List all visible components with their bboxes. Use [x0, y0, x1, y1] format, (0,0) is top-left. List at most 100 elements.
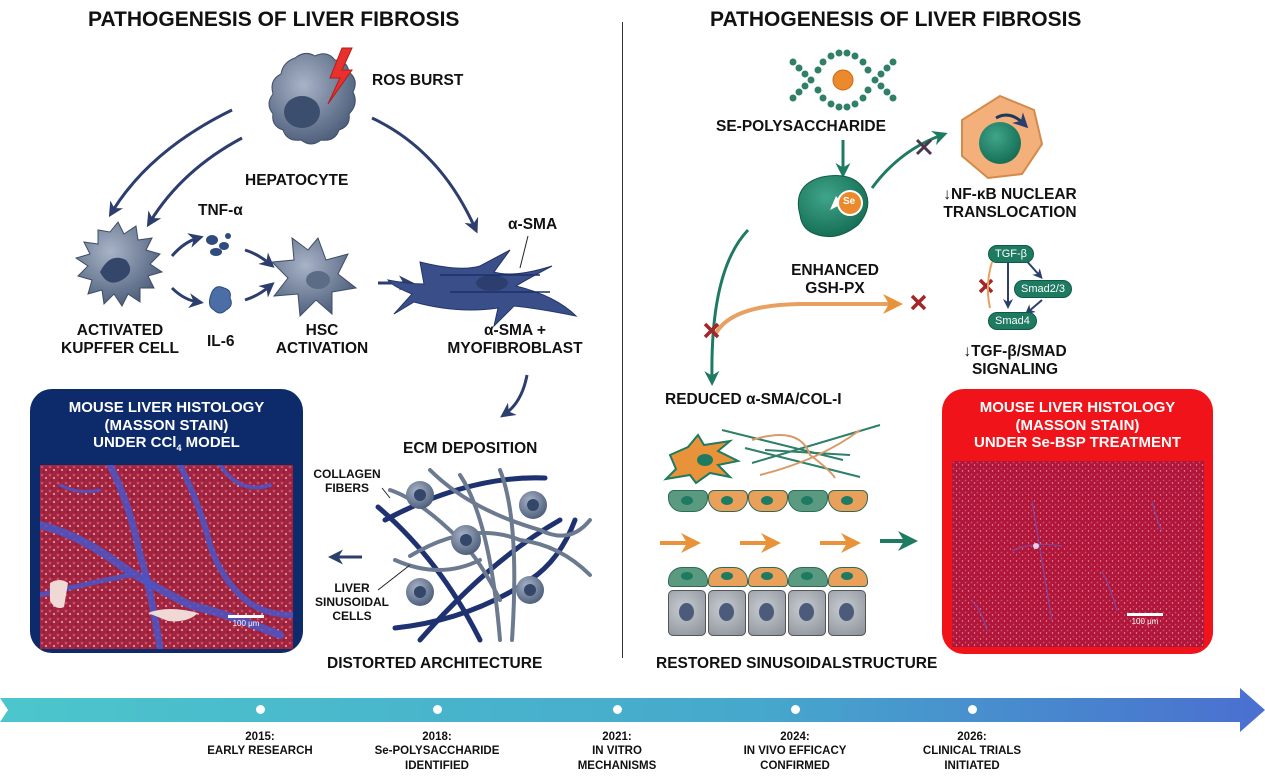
collagen-pointer: [381, 487, 391, 499]
ecm-deposition-label: ECM DEPOSITION: [403, 440, 538, 457]
milestone-description: EARLY RESEARCH: [207, 745, 313, 758]
endothelial-cell: [668, 567, 708, 587]
se-polysaccharide-label: SE-POLYSACCHARIDE: [716, 118, 886, 135]
cell-nucleus: [799, 603, 814, 621]
nfkb-line-2: TRANSLOCATION: [943, 203, 1077, 221]
sebsp-title-line-2: (MASSON STAIN): [1015, 416, 1140, 434]
endothelial-cell: [828, 490, 868, 512]
myofibroblast-cell-icon: [386, 249, 578, 328]
arrow-gshpx-to-nfkb: [870, 130, 948, 189]
hsc-line-2: ACTIVATION: [275, 339, 369, 357]
milestone-year: 2015:: [245, 731, 275, 743]
hsc-line-1: HSC: [305, 322, 339, 339]
milestone-description: CONFIRMED: [760, 759, 830, 772]
milestone-year: 2024:: [780, 731, 810, 743]
hsc-activation-label: HSC ACTIVATION: [262, 322, 382, 358]
ccl4-title-line-3: UNDER CCl4 MODEL: [93, 434, 240, 454]
distorted-architecture-label: DISTORTED ARCHITECTURE: [327, 655, 543, 672]
sebsp-scale-bar: 100 μm: [1127, 613, 1163, 626]
tnf-alpha-label: TNF-α: [198, 202, 243, 219]
hepatocyte-cell: [828, 590, 866, 636]
hepatocyte-cell: [748, 590, 786, 636]
kupffer-cell-icon: [74, 221, 164, 307]
collagen-fiber-lines: [721, 424, 881, 479]
tgf-smad-signaling-label: ↓TGF-β/SMAD SIGNALING: [935, 343, 1095, 379]
se-atom-icon: [837, 190, 863, 216]
arrow-hepatocyte-to-kupffer-outer: [108, 108, 233, 218]
milestone-description: IN VITRO: [592, 745, 642, 758]
smad23-node: Smad2/3: [1014, 280, 1073, 298]
arrow-hepatocyte-to-kupffer-inner: [146, 136, 243, 228]
timeline-milestone-label: 2015: EARLY RESEARCH: [175, 730, 345, 759]
milestone-description: IDENTIFIED: [405, 759, 469, 772]
cell-nucleus: [801, 572, 813, 580]
tgf-signaling-line-2: SIGNALING: [971, 360, 1059, 378]
cell-nucleus: [841, 572, 853, 580]
liver-sinusoidal-label: LIVER SINUSOIDAL CELLS: [312, 581, 392, 623]
cell-nucleus: [761, 572, 773, 580]
kupffer-line-2: KUPFFER CELL: [61, 339, 179, 357]
sebsp-title-line-3: UNDER Se-BSP TREATMENT: [974, 434, 1181, 452]
timeline-arrow[interactable]: [0, 688, 1265, 732]
arrow-hepatocyte-to-myofibroblast: [371, 116, 479, 234]
tgf-signaling-line-1: ↓TGF-β/SMAD: [963, 343, 1067, 360]
ccl4-title-line-1: MOUSE LIVER HISTOLOGY: [68, 399, 265, 416]
ccl4-masson-stain-image: 100 μm: [40, 465, 293, 649]
sinusoidal-line-3: CELLS: [332, 608, 372, 623]
arrow-kupffer-to-il6: [170, 286, 204, 309]
myofibroblast-label: α-SMA + MYOFIBROBLAST: [440, 322, 590, 358]
arrow-gshpx-to-reduced-sma: [704, 228, 750, 386]
nfkb-cell-icon: [961, 94, 1044, 180]
timeline-milestone-dot[interactable]: [433, 705, 442, 714]
arrow-to-tgf-pathway: [713, 294, 903, 336]
hsc-cell-icon: [270, 236, 358, 318]
myofibroblast-line-1: α-SMA +: [484, 322, 546, 339]
cell-nucleus: [759, 603, 774, 621]
endothelial-cell: [748, 567, 788, 587]
timeline-milestone-dot[interactable]: [791, 705, 800, 714]
smad4-node: Smad4: [988, 312, 1037, 330]
endothelial-cell: [828, 567, 868, 587]
milestone-description: CLINICAL TRIALS: [922, 745, 1022, 758]
endothelial-cell: [748, 490, 788, 512]
kupffer-cell-label: ACTIVATED KUPFFER CELL: [45, 322, 195, 358]
milestone-year: 2026:: [957, 731, 987, 743]
timeline-milestone-dot[interactable]: [968, 705, 977, 714]
panel-divider: [622, 22, 623, 658]
ccl4-histology-title: MOUSE LIVER HISTOLOGY (MASSON STAIN) UND…: [30, 399, 303, 454]
timeline-milestone-dot[interactable]: [256, 705, 265, 714]
liver-sinusoidal-cells-icon: [406, 481, 547, 606]
enhanced-gshpx-label: ENHANCED GSH-PX: [780, 262, 890, 298]
ros-burst-label: ROS BURST: [372, 72, 464, 89]
right-panel-title: PATHOGENESIS OF LIVER FIBROSIS: [710, 8, 1082, 31]
alpha-sma-label: α-SMA: [508, 216, 558, 233]
cell-nucleus: [841, 496, 853, 505]
sebsp-title-line-1: MOUSE LIVER HISTOLOGY: [979, 399, 1176, 416]
endothelial-cell: [708, 490, 748, 512]
milestone-year: 2018:: [422, 731, 452, 743]
cell-nucleus: [721, 496, 733, 505]
enhanced-line-1: ENHANCED: [791, 262, 879, 279]
alpha-sma-pointer: [519, 235, 529, 269]
sinusoidal-pointer: [377, 564, 411, 591]
tnf-alpha-cytokine-icon: [206, 233, 231, 256]
timeline-milestone-dot[interactable]: [613, 705, 622, 714]
hepatocyte-cell: [788, 590, 826, 636]
se-polysaccharide-molecule-icon: [789, 49, 897, 111]
cell-nucleus: [839, 603, 854, 621]
endothelial-cell: [788, 567, 828, 587]
selenium-core-icon: [832, 69, 854, 91]
enhanced-line-2: GSH-PX: [805, 279, 865, 297]
collagen-line-1: COLLAGEN: [313, 467, 381, 481]
ros-burst-lightning-icon: [327, 47, 353, 105]
sebsp-histology-panel: MOUSE LIVER HISTOLOGY (MASSON STAIN) UND…: [942, 389, 1213, 654]
tgf-beta-node: TGF-β: [988, 245, 1034, 263]
inhibition-x-icon: [915, 138, 933, 156]
hepatocyte-cell: [668, 590, 706, 636]
arrow-myofibroblast-to-ecm: [500, 374, 529, 418]
cell-nucleus: [801, 496, 813, 505]
cell-nucleus: [761, 496, 773, 505]
